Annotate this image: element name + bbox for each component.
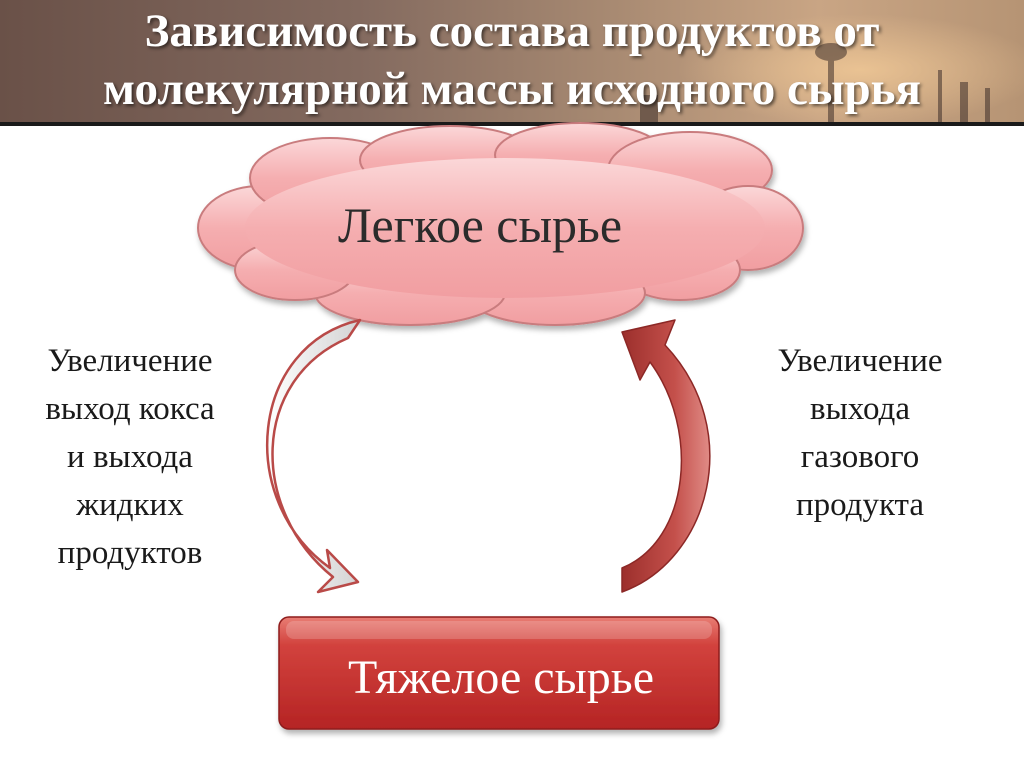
left-note-line: продуктов [57, 535, 203, 571]
right-note-line: продукта [795, 487, 925, 523]
left-note-line: выход кокса [45, 391, 215, 427]
heavy-feed-box-shape [278, 616, 720, 730]
right-note-line: Увеличение [777, 343, 943, 379]
title-line-2: молекулярной массы исходного сырья [103, 63, 921, 115]
right-note-line: выхода [810, 391, 910, 427]
left-note-line: и выхода [67, 439, 193, 475]
up-curved-arrow-icon [621, 319, 711, 593]
left-note: Увеличение выход кокса и выхода жидких п… [10, 337, 250, 577]
title-background-art [640, 43, 990, 122]
heavy-feed-label: Тяжелое сырье [348, 651, 654, 704]
light-feed-label: Легкое сырье [337, 197, 623, 253]
cloud-shape [197, 122, 804, 326]
left-note-line: Увеличение [47, 343, 213, 379]
left-note-line: жидких [76, 487, 184, 523]
slide-title: Зависимость состава продуктов от молекул… [0, 2, 1024, 118]
title-line-1: Зависимость состава продуктов от [144, 5, 880, 57]
down-curved-arrow-icon [265, 318, 362, 594]
title-divider [0, 122, 1024, 126]
right-note-line: газового [800, 439, 920, 475]
right-note: Увеличение выхода газового продукта [740, 337, 980, 529]
title-band: Зависимость состава продуктов от молекул… [0, 0, 1024, 122]
